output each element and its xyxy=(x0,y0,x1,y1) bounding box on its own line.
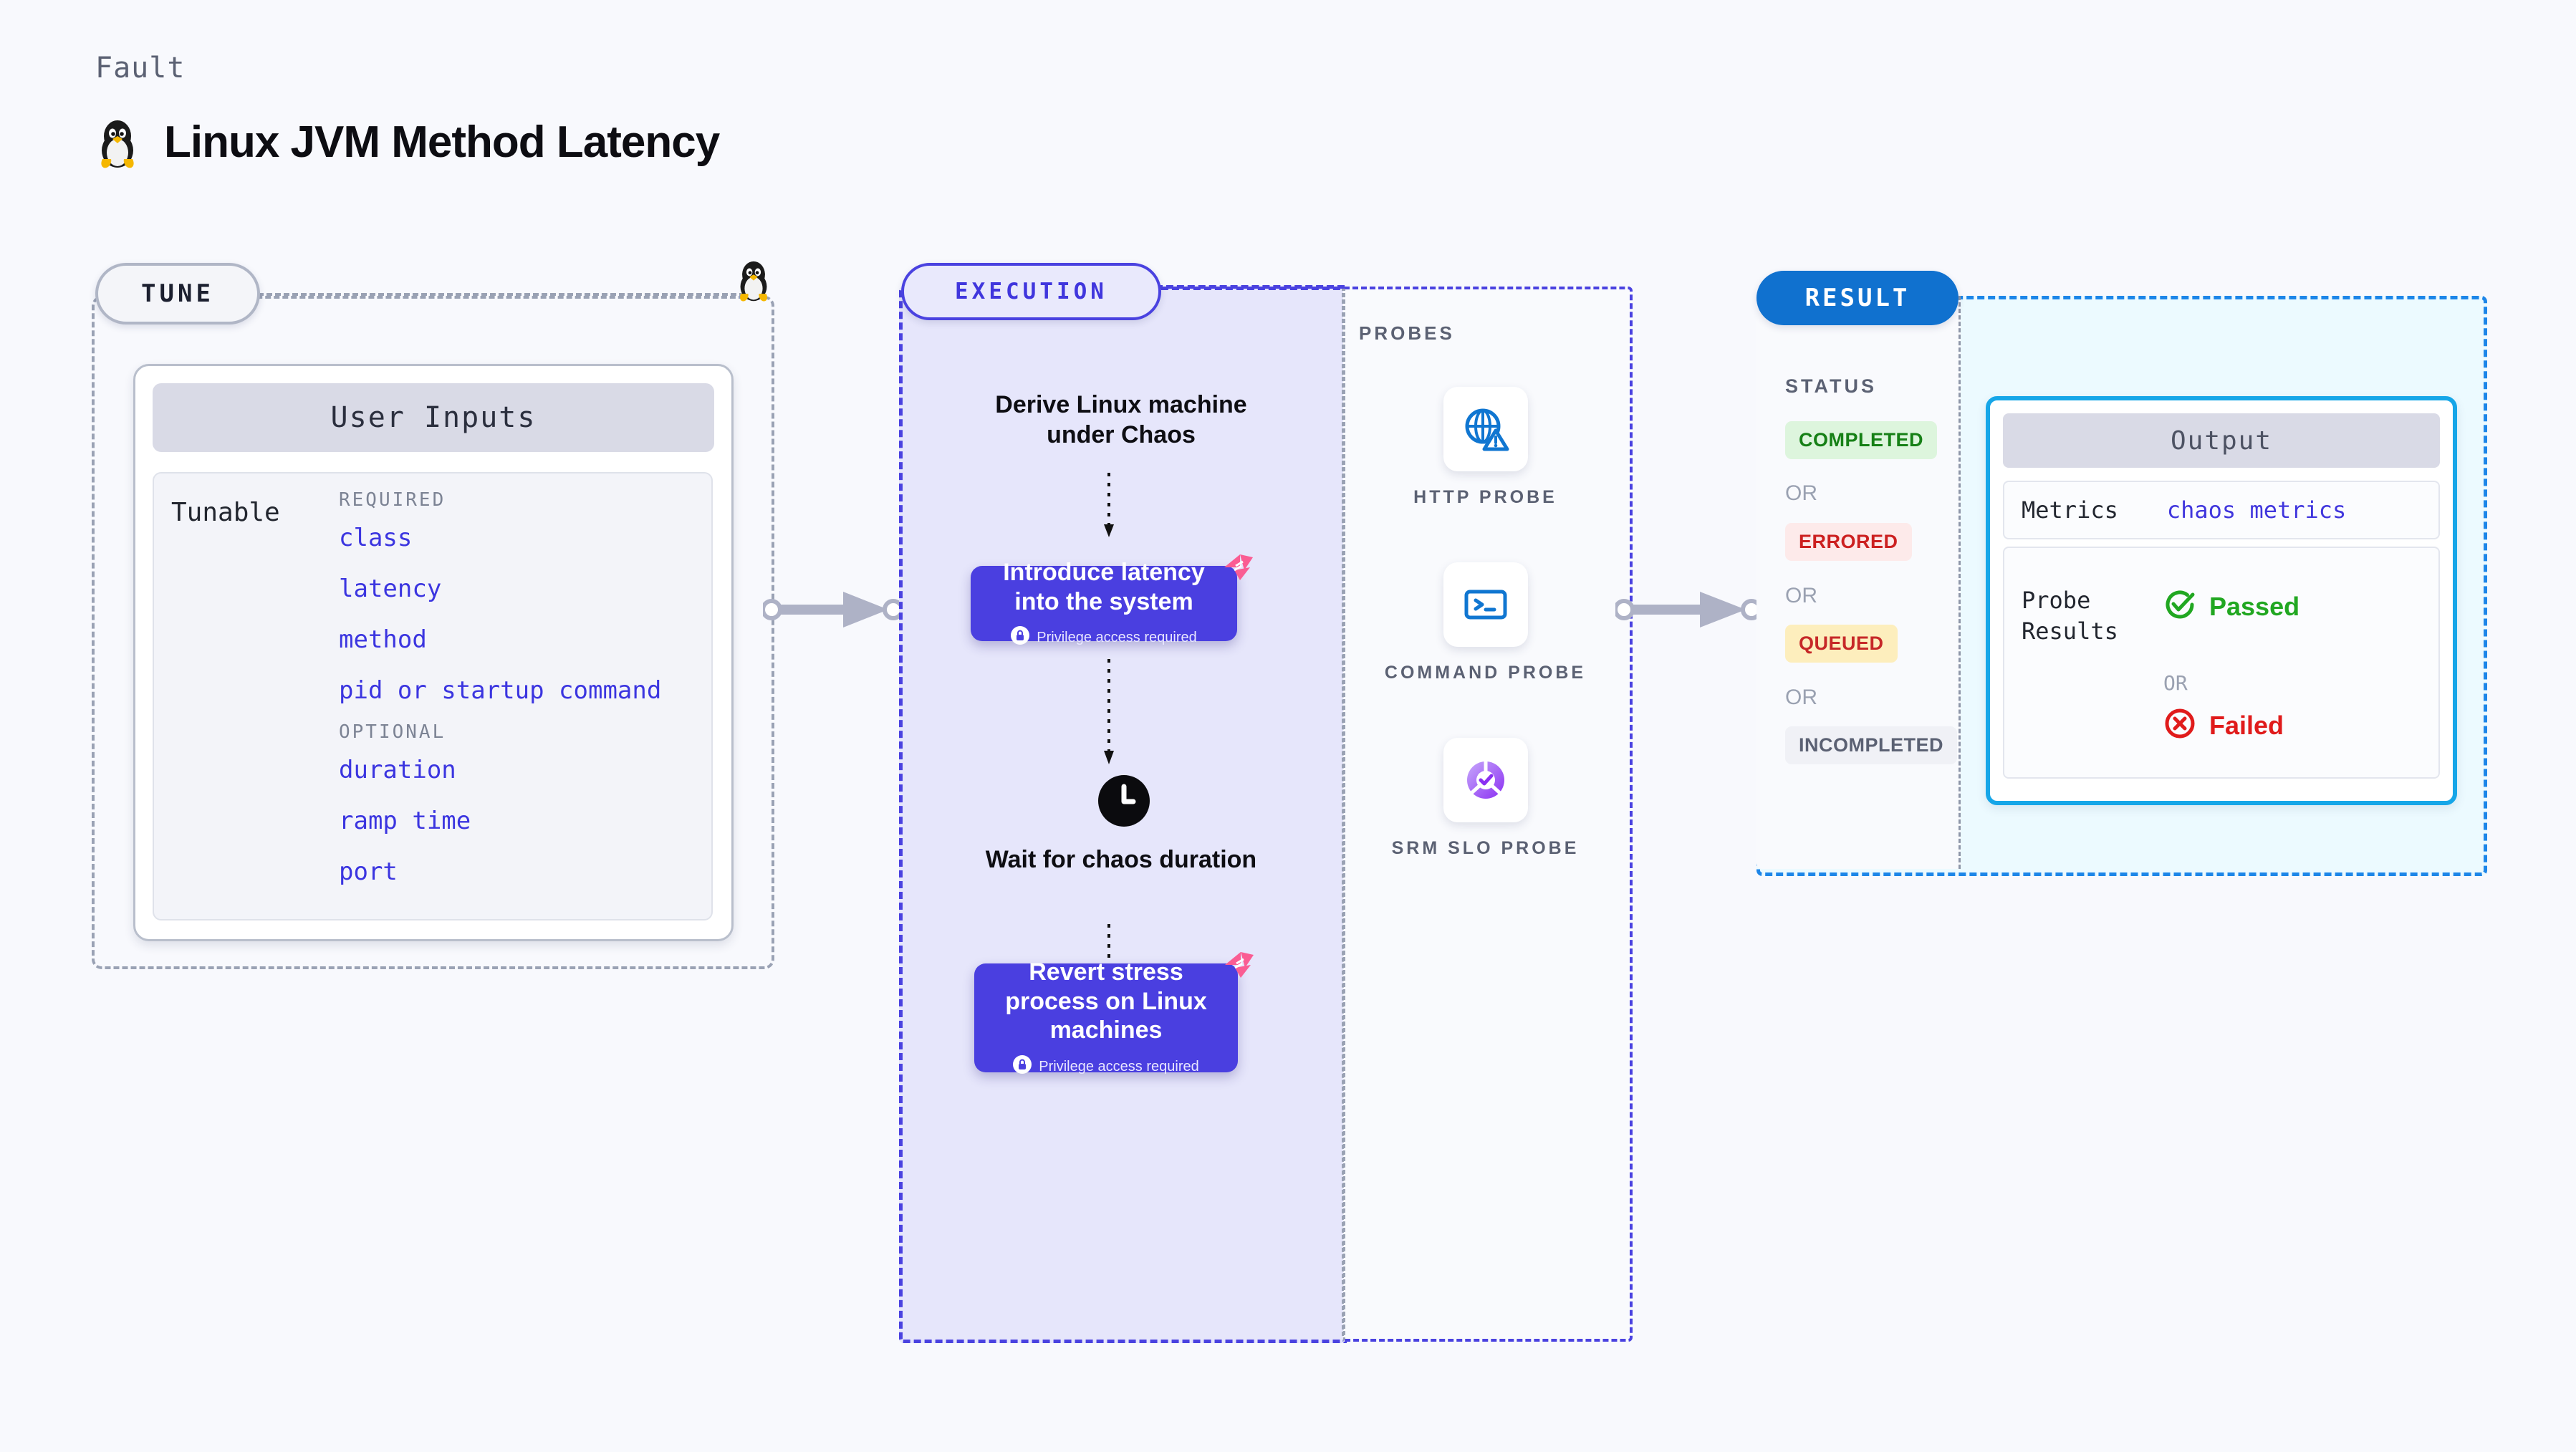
tunable-item-latency[interactable]: latency xyxy=(339,574,442,603)
status-badge-errored: ERRORED xyxy=(1785,523,1912,561)
privilege-note-text: Privilege access required xyxy=(1039,1058,1199,1074)
probe-label: COMMAND PROBE xyxy=(1384,663,1587,683)
arrow-tune-to-execution xyxy=(761,587,906,635)
probe-item-command[interactable]: COMMAND PROBE xyxy=(1343,562,1628,686)
status-badge-queued: QUEUED xyxy=(1785,625,1898,663)
x-circle-icon xyxy=(2163,707,2196,744)
metrics-label: Metrics xyxy=(2022,496,2118,524)
probe-label: HTTP PROBE xyxy=(1413,487,1557,507)
tunable-list: REQUIRED class latency method pid or sta… xyxy=(339,489,697,908)
execution-action-revert-stress[interactable]: Revert stress process on Linux machines … xyxy=(974,952,1254,1074)
probe-result-failed-label: Failed xyxy=(2209,710,2284,740)
tunable-item-duration[interactable]: duration xyxy=(339,756,456,784)
tunable-item-method[interactable]: method xyxy=(339,625,427,654)
probe-result-passed-label: Passed xyxy=(2209,591,2300,621)
tune-pill[interactable]: TUNE xyxy=(95,263,260,324)
tunable-item-ramp-time[interactable]: ramp time xyxy=(339,807,471,835)
lock-icon xyxy=(1011,626,1030,649)
status-badge-incompleted: INCOMPLETED xyxy=(1785,726,1958,764)
status-or-2: OR xyxy=(1785,584,1817,607)
result-status-column xyxy=(1756,296,1961,869)
user-inputs-card: User Inputs Tunable REQUIRED class laten… xyxy=(133,364,734,941)
probe-results-label: Probe Results xyxy=(2022,587,2118,645)
probe-label: SRM SLO PROBE xyxy=(1391,838,1580,858)
metrics-row: Metrics chaos metrics xyxy=(2003,481,2440,539)
execution-action-introduce-latency[interactable]: Introduce latency into the system Privil… xyxy=(971,554,1253,645)
output-card: Output Metrics chaos metrics Probe Resul… xyxy=(1986,396,2457,805)
globe-warning-icon xyxy=(1443,387,1528,471)
execution-pill[interactable]: EXECUTION xyxy=(901,263,1161,320)
execution-connector-line xyxy=(1155,285,1345,289)
execution-step-wait-duration: Wait for chaos duration xyxy=(985,846,1257,873)
status-badge-completed: COMPLETED xyxy=(1785,421,1938,459)
probe-results-box: Probe Results Passed OR Failed xyxy=(2003,547,2440,779)
clock-icon xyxy=(1098,775,1150,830)
result-pill[interactable]: RESULT xyxy=(1756,271,1959,325)
chaos-badge-icon xyxy=(1219,946,1256,987)
check-circle-icon xyxy=(2163,588,2196,625)
terminal-icon xyxy=(1443,562,1528,647)
dotted-arrow-1 xyxy=(1101,473,1117,544)
linux-tux-icon xyxy=(735,256,772,302)
privilege-note: Privilege access required xyxy=(1013,1055,1199,1078)
metrics-value[interactable]: chaos metrics xyxy=(2166,496,2347,524)
probes-title: PROBES xyxy=(1359,322,1455,344)
tunable-group-title-required: REQUIRED xyxy=(339,489,446,511)
tune-zone xyxy=(92,296,774,969)
probes-divider xyxy=(1342,287,1344,1336)
output-header: Output xyxy=(2003,413,2440,468)
tunable-label: Tunable xyxy=(171,498,280,527)
tunable-item-class[interactable]: class xyxy=(339,524,413,552)
user-inputs-header: User Inputs xyxy=(153,383,714,452)
page-title: Linux JVM Method Latency xyxy=(164,117,720,167)
execution-step-derive-machine: Derive Linux machine under Chaos xyxy=(995,391,1247,448)
privilege-note: Privilege access required xyxy=(1011,626,1197,649)
tunable-box: Tunable REQUIRED class latency method pi… xyxy=(153,472,713,920)
chaos-badge-icon xyxy=(1219,549,1256,590)
privilege-note-text: Privilege access required xyxy=(1037,629,1197,645)
arrow-execution-to-result xyxy=(1613,587,1766,635)
linux-tux-icon xyxy=(95,115,140,169)
status-or-3: OR xyxy=(1785,686,1817,709)
status-or-1: OR xyxy=(1785,481,1817,505)
fault-label: Fault xyxy=(95,52,186,85)
probe-item-http[interactable]: HTTP PROBE xyxy=(1343,387,1628,510)
lock-icon xyxy=(1013,1055,1032,1078)
probe-item-srm-slo[interactable]: SRM SLO PROBE xyxy=(1343,738,1628,861)
slo-donut-check-icon xyxy=(1443,738,1528,822)
probe-result-or: OR xyxy=(2163,671,2188,695)
dotted-arrow-2 xyxy=(1101,659,1117,771)
status-title: STATUS xyxy=(1785,375,1877,397)
tune-connector-line xyxy=(258,293,745,296)
probe-result-passed: Passed xyxy=(2163,588,2299,625)
page-title-row: Linux JVM Method Latency xyxy=(95,115,720,169)
tunable-item-port[interactable]: port xyxy=(339,857,398,886)
execution-action-title: Introduce latency into the system xyxy=(1003,558,1205,615)
probe-result-failed: Failed xyxy=(2163,707,2284,744)
tunable-item-pid-or-startup-command[interactable]: pid or startup command xyxy=(339,676,662,705)
tunable-group-title-optional: OPTIONAL xyxy=(339,721,446,743)
execution-action-title: Revert stress process on Linux machines xyxy=(1005,958,1207,1044)
